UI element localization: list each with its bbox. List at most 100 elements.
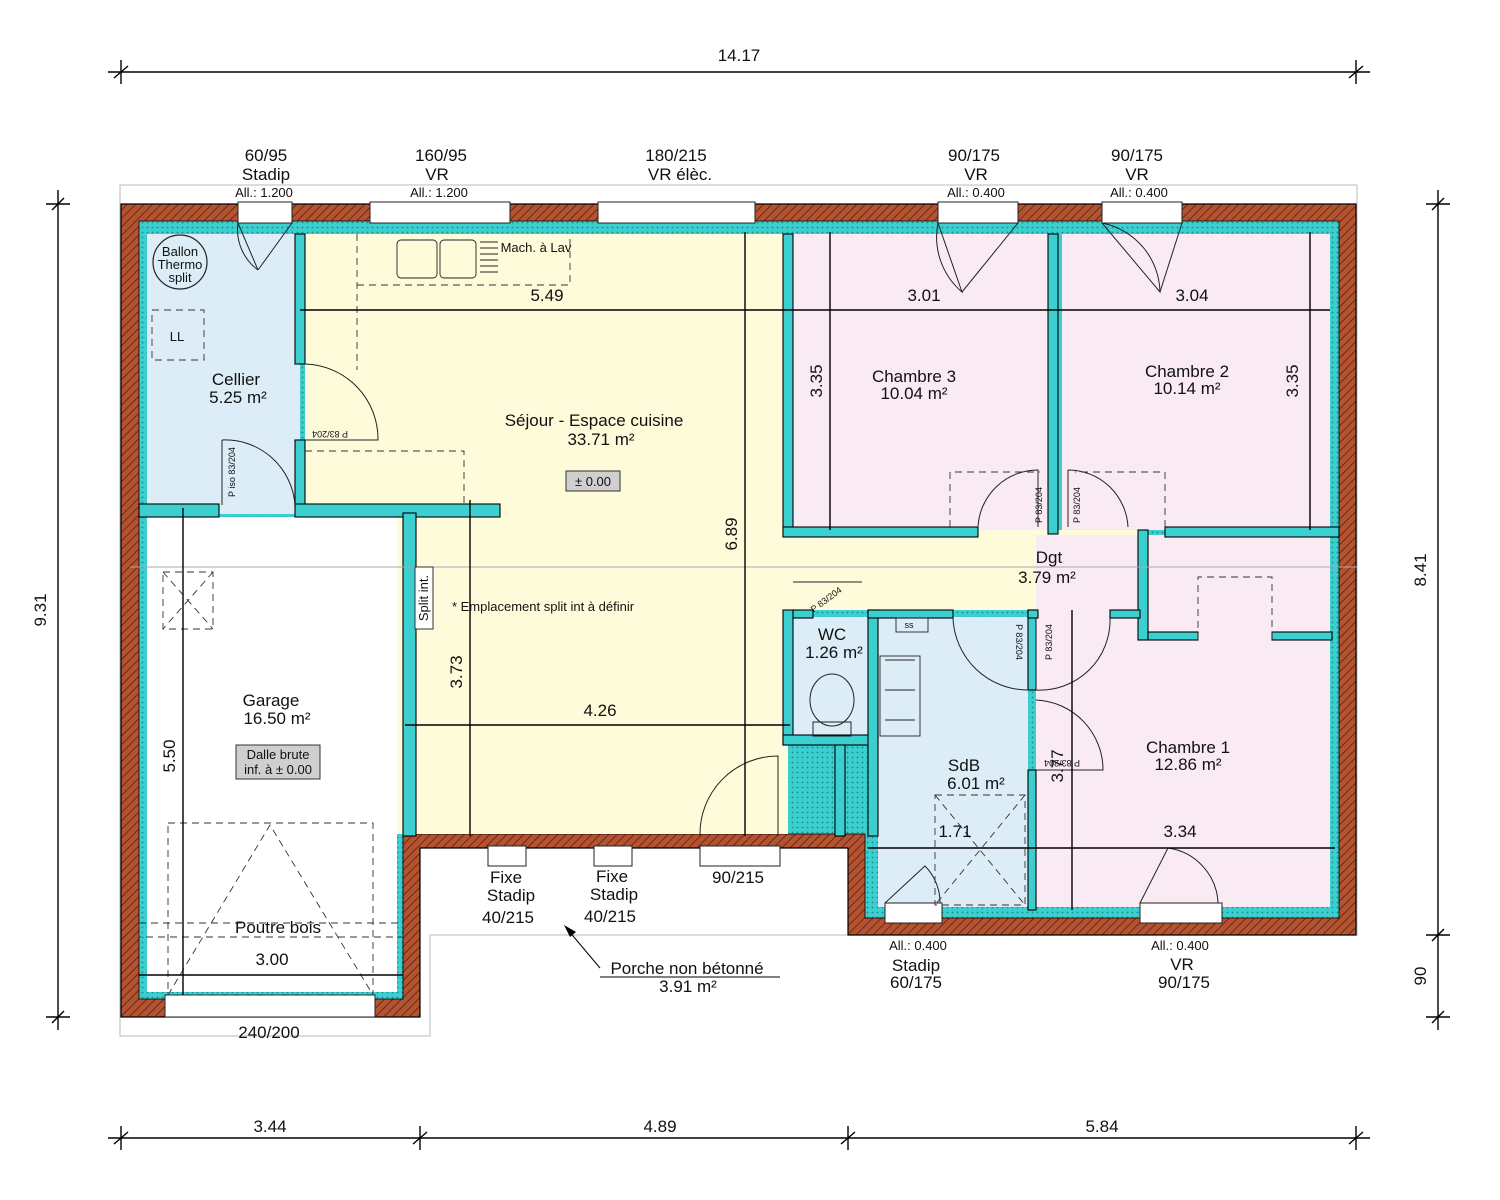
porch-name: Porche non bétonné <box>610 959 763 978</box>
opening-6-size: 40/215 <box>482 908 534 927</box>
room-dgt-name: Dgt <box>1036 548 1063 567</box>
dim-chambre2-width: 3.04 <box>1175 286 1208 305</box>
room-dgt-area: 3.79 m² <box>1018 568 1076 587</box>
closet-chambre2 <box>1075 471 1166 527</box>
dim-chambre3-width: 3.01 <box>907 286 940 305</box>
opening-10-sill: All.: 0.400 <box>1151 938 1209 953</box>
room-sdb-area: 6.01 m² <box>947 774 1005 793</box>
room-garage-area: 16.50 m² <box>243 709 310 728</box>
bottom-windows <box>164 845 1223 1018</box>
beam-label: Poutre bois <box>235 918 321 937</box>
opening-7-size: 40/215 <box>584 907 636 926</box>
dim-chambre3-depth: 3.35 <box>807 364 826 397</box>
room-chambre2-area: 10.14 m² <box>1153 379 1220 398</box>
opening-6-type-1: Fixe <box>490 868 522 887</box>
opening-1-size: 60/95 <box>245 146 288 165</box>
dim-chambre1-depth: 3.77 <box>1048 749 1067 782</box>
door-label-chambre3: P 83/204 <box>1034 487 1044 523</box>
opening-3-size: 180/215 <box>645 146 706 165</box>
dim-sdb-width: 1.71 <box>938 822 971 841</box>
room-chambre3-name: Chambre 3 <box>872 367 956 386</box>
overall-dimension-lines <box>46 60 1450 1150</box>
boiler-label-2: Thermo <box>158 257 203 272</box>
sdb-fixtures <box>879 617 1026 906</box>
opening-4-type: VR <box>964 165 988 184</box>
dim-left-total: 9.31 <box>31 593 50 626</box>
boiler-label-1: Ballon <box>162 244 198 259</box>
opening-10-type: VR <box>1170 955 1194 974</box>
dim-sejour-lower-depth: 3.73 <box>447 655 466 688</box>
opening-9-type: Stadip <box>892 956 940 975</box>
opening-11-size: 240/200 <box>238 1023 299 1042</box>
dim-bottom-3: 5.84 <box>1085 1117 1118 1136</box>
room-chambre1-name: Chambre 1 <box>1146 738 1230 757</box>
opening-1-type: Stadip <box>242 165 290 184</box>
split-label: Split int. <box>416 575 431 621</box>
door-label-chambre2: P 83/204 <box>1072 487 1082 523</box>
dim-top-total: 14.17 <box>718 46 761 65</box>
slab-tag-box <box>235 744 321 780</box>
split-note: * Emplacement split int à définir <box>452 599 635 614</box>
opening-2-type: VR <box>425 165 449 184</box>
ss-label: ss <box>905 620 915 630</box>
room-wc-area: 1.26 m² <box>805 643 863 662</box>
level-tag: ± 0.00 <box>575 474 611 489</box>
boiler-icon <box>152 234 208 290</box>
dim-right-porch: 90 <box>1411 967 1430 986</box>
dim-bottom-2: 4.89 <box>643 1117 676 1136</box>
room-cellier-area: 5.25 m² <box>209 388 267 407</box>
opening-7-type-2: Stadip <box>590 885 638 904</box>
room-fill-chambre3 <box>793 234 1055 530</box>
dim-chambre2-depth: 3.35 <box>1283 364 1302 397</box>
door-label-chambre1: P 83/204 <box>1044 624 1054 660</box>
dim-sejour-lower-width: 4.26 <box>583 701 616 720</box>
room-chambre2-name: Chambre 2 <box>1145 362 1229 381</box>
room-cellier-name: Cellier <box>212 370 261 389</box>
closet-chambre3 <box>949 471 1040 527</box>
room-sejour-name: Séjour - Espace cuisine <box>505 411 684 430</box>
opening-9-sill: All.: 0.400 <box>889 938 947 953</box>
island-outline <box>305 450 465 505</box>
porch-arrow-icon <box>564 925 780 978</box>
room-sejour-area: 33.71 m² <box>567 430 634 449</box>
top-windows <box>237 201 1183 224</box>
dim-chambre1-width: 3.34 <box>1163 822 1196 841</box>
room-wc-name: WC <box>818 625 846 644</box>
laundry-icon <box>151 309 205 361</box>
opening-2-sill: All.: 1.200 <box>410 185 468 200</box>
slab-tag-line1: Dalle brute <box>247 747 310 762</box>
kitchen-counter <box>356 234 571 370</box>
washing-machine-label: Mach. à Lav <box>501 240 572 255</box>
dim-garage-width: 3.00 <box>255 950 288 969</box>
porch-area: 3.91 m² <box>659 977 717 996</box>
dim-garage-depth: 5.50 <box>160 739 179 772</box>
dim-bottom-1: 3.44 <box>253 1117 286 1136</box>
door-label-dressing: P 83/204 <box>1044 758 1080 768</box>
dim-sejour-width: 5.49 <box>530 286 563 305</box>
door-label-sdb: P 83/204 <box>1014 624 1024 660</box>
interior-partitions <box>138 233 1340 911</box>
opening-7-type-1: Fixe <box>596 867 628 886</box>
room-sdb-name: SdB <box>948 756 980 775</box>
room-fill-sdb <box>878 617 1028 907</box>
opening-9-size: 60/175 <box>890 973 942 992</box>
opening-5-size: 90/175 <box>1111 146 1163 165</box>
slab-tag-line2: inf. à ± 0.00 <box>244 762 312 777</box>
opening-8-size: 90/215 <box>712 868 764 887</box>
opening-6-type-2: Stadip <box>487 886 535 905</box>
room-fill-wc <box>793 617 868 737</box>
split-box <box>414 566 434 630</box>
opening-1-sill: All.: 1.200 <box>235 185 293 200</box>
door-label-cellier-iso: P iso 83/204 <box>227 447 237 497</box>
room-chambre3-area: 10.04 m² <box>880 384 947 403</box>
opening-4-sill: All.: 0.400 <box>947 185 1005 200</box>
site-outline <box>119 184 1358 1037</box>
opening-10-size: 90/175 <box>1158 973 1210 992</box>
toilet-icon <box>809 673 855 737</box>
opening-5-type: VR <box>1125 165 1149 184</box>
garage-decor <box>130 566 1357 996</box>
room-fill-chambre1 <box>1036 535 1330 907</box>
dim-right-total: 8.41 <box>1411 553 1430 586</box>
opening-5-sill: All.: 0.400 <box>1110 185 1168 200</box>
opening-4-size: 90/175 <box>948 146 1000 165</box>
